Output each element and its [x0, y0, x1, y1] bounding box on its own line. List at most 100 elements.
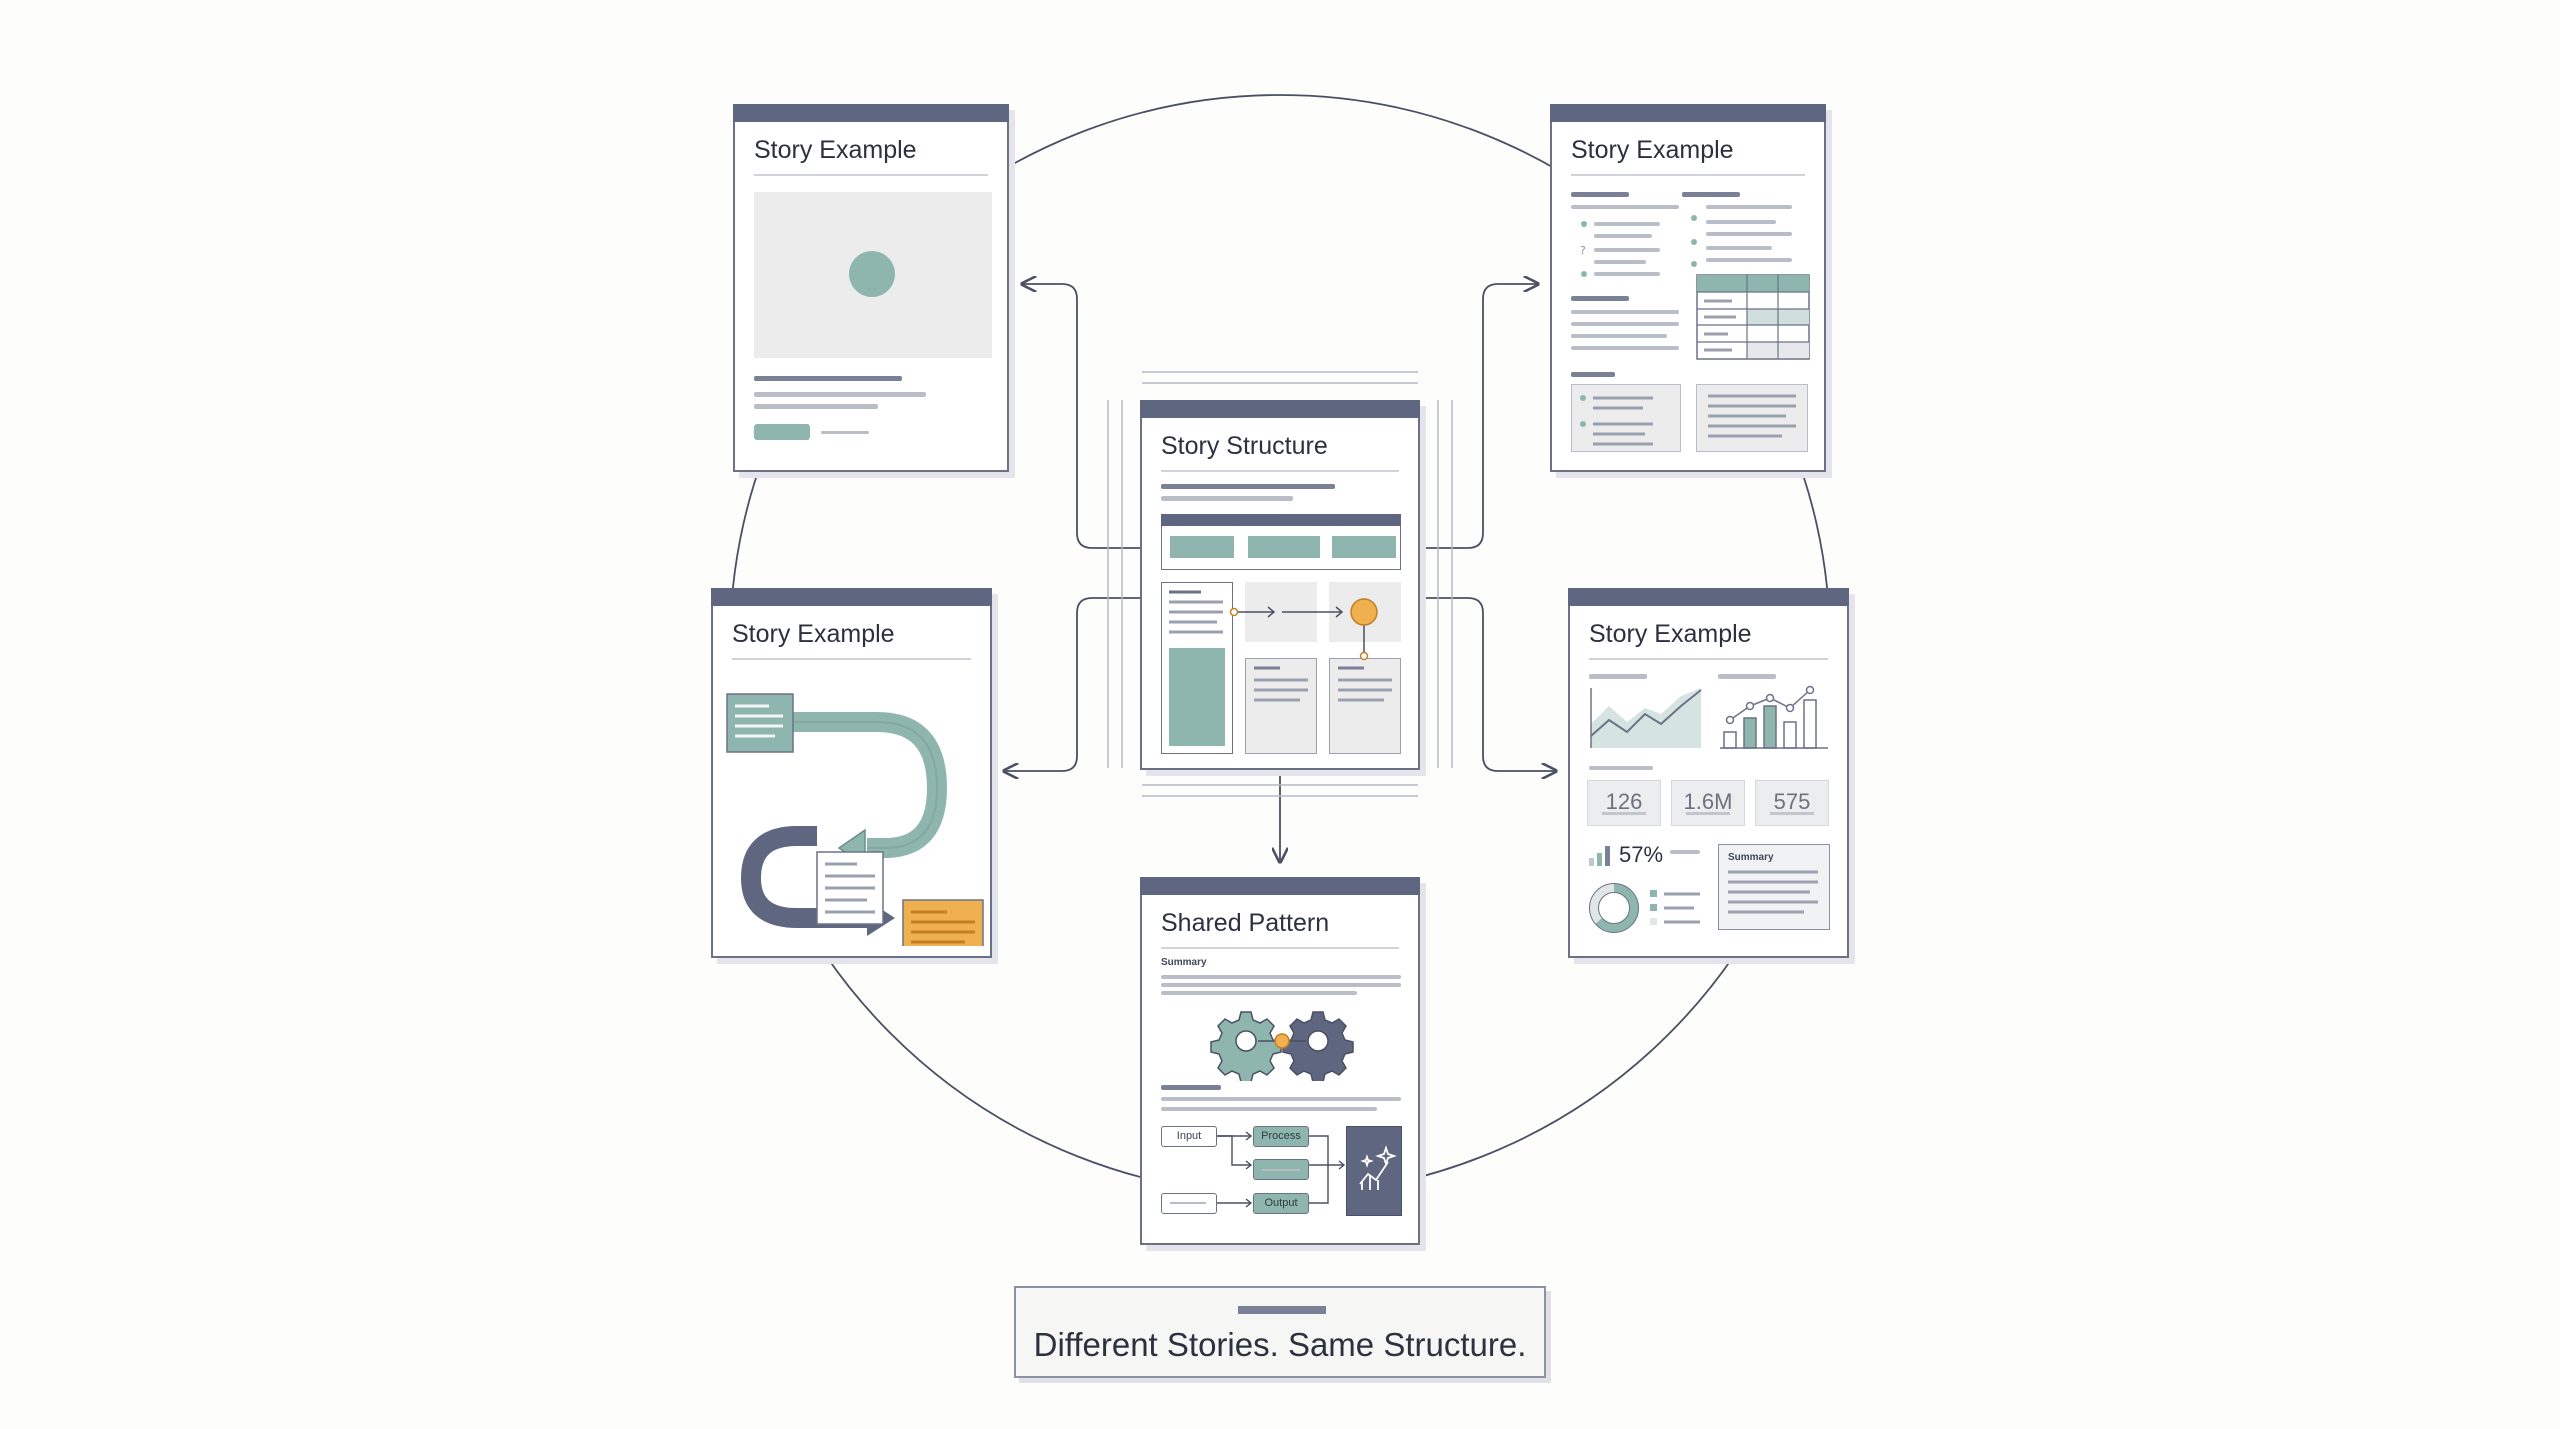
text-line — [1571, 334, 1667, 338]
summary-label: Summary — [1728, 852, 1774, 863]
card-header-bar — [1568, 588, 1849, 606]
donut-chart-icon — [1589, 883, 1639, 933]
section-chip — [1248, 536, 1320, 558]
mini-panel-content — [1580, 395, 1653, 446]
text-line — [1161, 991, 1357, 995]
summary-label: Summary — [1161, 957, 1207, 968]
sparkle-chart-icon — [1359, 1145, 1397, 1190]
text-line — [1682, 192, 1740, 197]
flow-input-box: Input — [1161, 1126, 1217, 1147]
story-card-top-right: Story Example ? — [1550, 104, 1826, 472]
gears-illustration — [1210, 1011, 1354, 1081]
text-line — [1706, 258, 1792, 262]
arrow-to-top-left — [1022, 284, 1142, 549]
shared-pattern-card: Shared Pattern Summary Input — [1140, 877, 1420, 1245]
summary-panel — [1718, 844, 1830, 930]
card-title: Story Structure — [1161, 432, 1328, 460]
stat-tile-1: 126 — [1587, 780, 1661, 826]
image-circle — [849, 251, 895, 297]
text-line — [1594, 234, 1652, 238]
text-line — [1706, 232, 1792, 236]
text-line — [1161, 484, 1335, 489]
gear-icon — [1210, 1011, 1282, 1081]
text-line — [1571, 346, 1679, 350]
text-line — [754, 392, 926, 397]
section-chip — [1332, 536, 1396, 558]
title-rule — [1589, 658, 1828, 660]
text-line — [1589, 674, 1647, 679]
story-structure-card: Story Structure — [1140, 400, 1420, 770]
text-line — [1161, 496, 1293, 501]
text-line — [1161, 975, 1401, 979]
text-line — [1670, 850, 1700, 854]
card-header-bar — [1550, 104, 1826, 122]
bullet-list-icons: ? — [1580, 221, 1587, 277]
section-chip — [1170, 536, 1234, 558]
header-band-bar — [1161, 514, 1401, 526]
teal-curved-arrow — [793, 712, 948, 858]
card-header-bar — [711, 588, 992, 606]
card-header-bar — [733, 104, 1009, 122]
story-card-top-left: Story Example — [733, 104, 1009, 472]
tagline-box: Different Stories. Same Structure. — [1014, 1286, 1546, 1378]
text-line — [1594, 272, 1660, 276]
action-button — [754, 424, 810, 440]
gear-icon — [1282, 1011, 1354, 1081]
summary-lines — [1728, 870, 1818, 914]
title-rule — [754, 174, 988, 176]
text-line — [1161, 983, 1401, 987]
card-header-bar — [1140, 400, 1420, 418]
text-line — [1594, 248, 1660, 252]
card-title: Story Example — [1571, 136, 1734, 164]
percent-value: 57% — [1619, 842, 1664, 867]
journey-flow — [726, 693, 984, 946]
bar-chart-icon — [1720, 685, 1828, 749]
text-line — [1571, 205, 1679, 209]
result-panel — [1346, 1126, 1402, 1216]
title-rule — [732, 658, 971, 660]
story-card-mid-right: Story Example 126 1.6M 575 57% — [1568, 588, 1849, 958]
story-card-mid-left: Story Example — [711, 588, 992, 958]
card-title: Story Example — [754, 136, 917, 164]
text-line — [1571, 296, 1629, 301]
text-line — [1589, 766, 1653, 770]
legend-list — [1650, 890, 1700, 925]
mini-panel-content — [1708, 394, 1796, 438]
card-header-bar — [1140, 877, 1420, 895]
detail-panel — [1245, 658, 1317, 754]
arrow-to-mid-right — [1418, 597, 1556, 771]
card-title: Story Example — [732, 620, 895, 648]
text-line — [1571, 192, 1629, 197]
flow-output-box: Output — [1253, 1193, 1309, 1214]
tagline-accent — [1238, 1306, 1326, 1314]
focus-node — [1350, 598, 1378, 626]
mini-panel — [1571, 384, 1681, 452]
stat-tile-2: 1.6M — [1671, 780, 1745, 826]
flow-process-box: Process — [1253, 1126, 1309, 1147]
mini-bars-icon — [1589, 846, 1610, 866]
text-line — [1594, 222, 1660, 226]
text-line — [1161, 1107, 1377, 1111]
navy-curved-arrow — [740, 826, 817, 928]
title-rule — [1571, 174, 1805, 176]
flow-connectors — [1170, 1131, 1346, 1208]
title-rule — [1161, 470, 1399, 472]
text-line — [1161, 1085, 1221, 1090]
text-line — [1571, 310, 1679, 314]
stat-tile-3: 575 — [1755, 780, 1829, 826]
left-column-lines — [1169, 590, 1223, 634]
card-title: Story Example — [1589, 620, 1752, 648]
text-line — [754, 404, 878, 409]
text-line — [754, 376, 902, 381]
text-line — [1706, 205, 1792, 209]
arrow-to-mid-left — [1004, 597, 1142, 771]
text-line — [1161, 1097, 1401, 1101]
arrow-to-top-right — [1418, 284, 1538, 549]
line-chart-icon — [1590, 688, 1702, 748]
text-line — [1571, 322, 1679, 326]
text-line — [1718, 674, 1776, 679]
text-line — [1571, 372, 1615, 377]
bullet-list-icons — [1691, 215, 1697, 267]
tagline-text: Different Stories. Same Structure. — [1033, 1326, 1527, 1363]
